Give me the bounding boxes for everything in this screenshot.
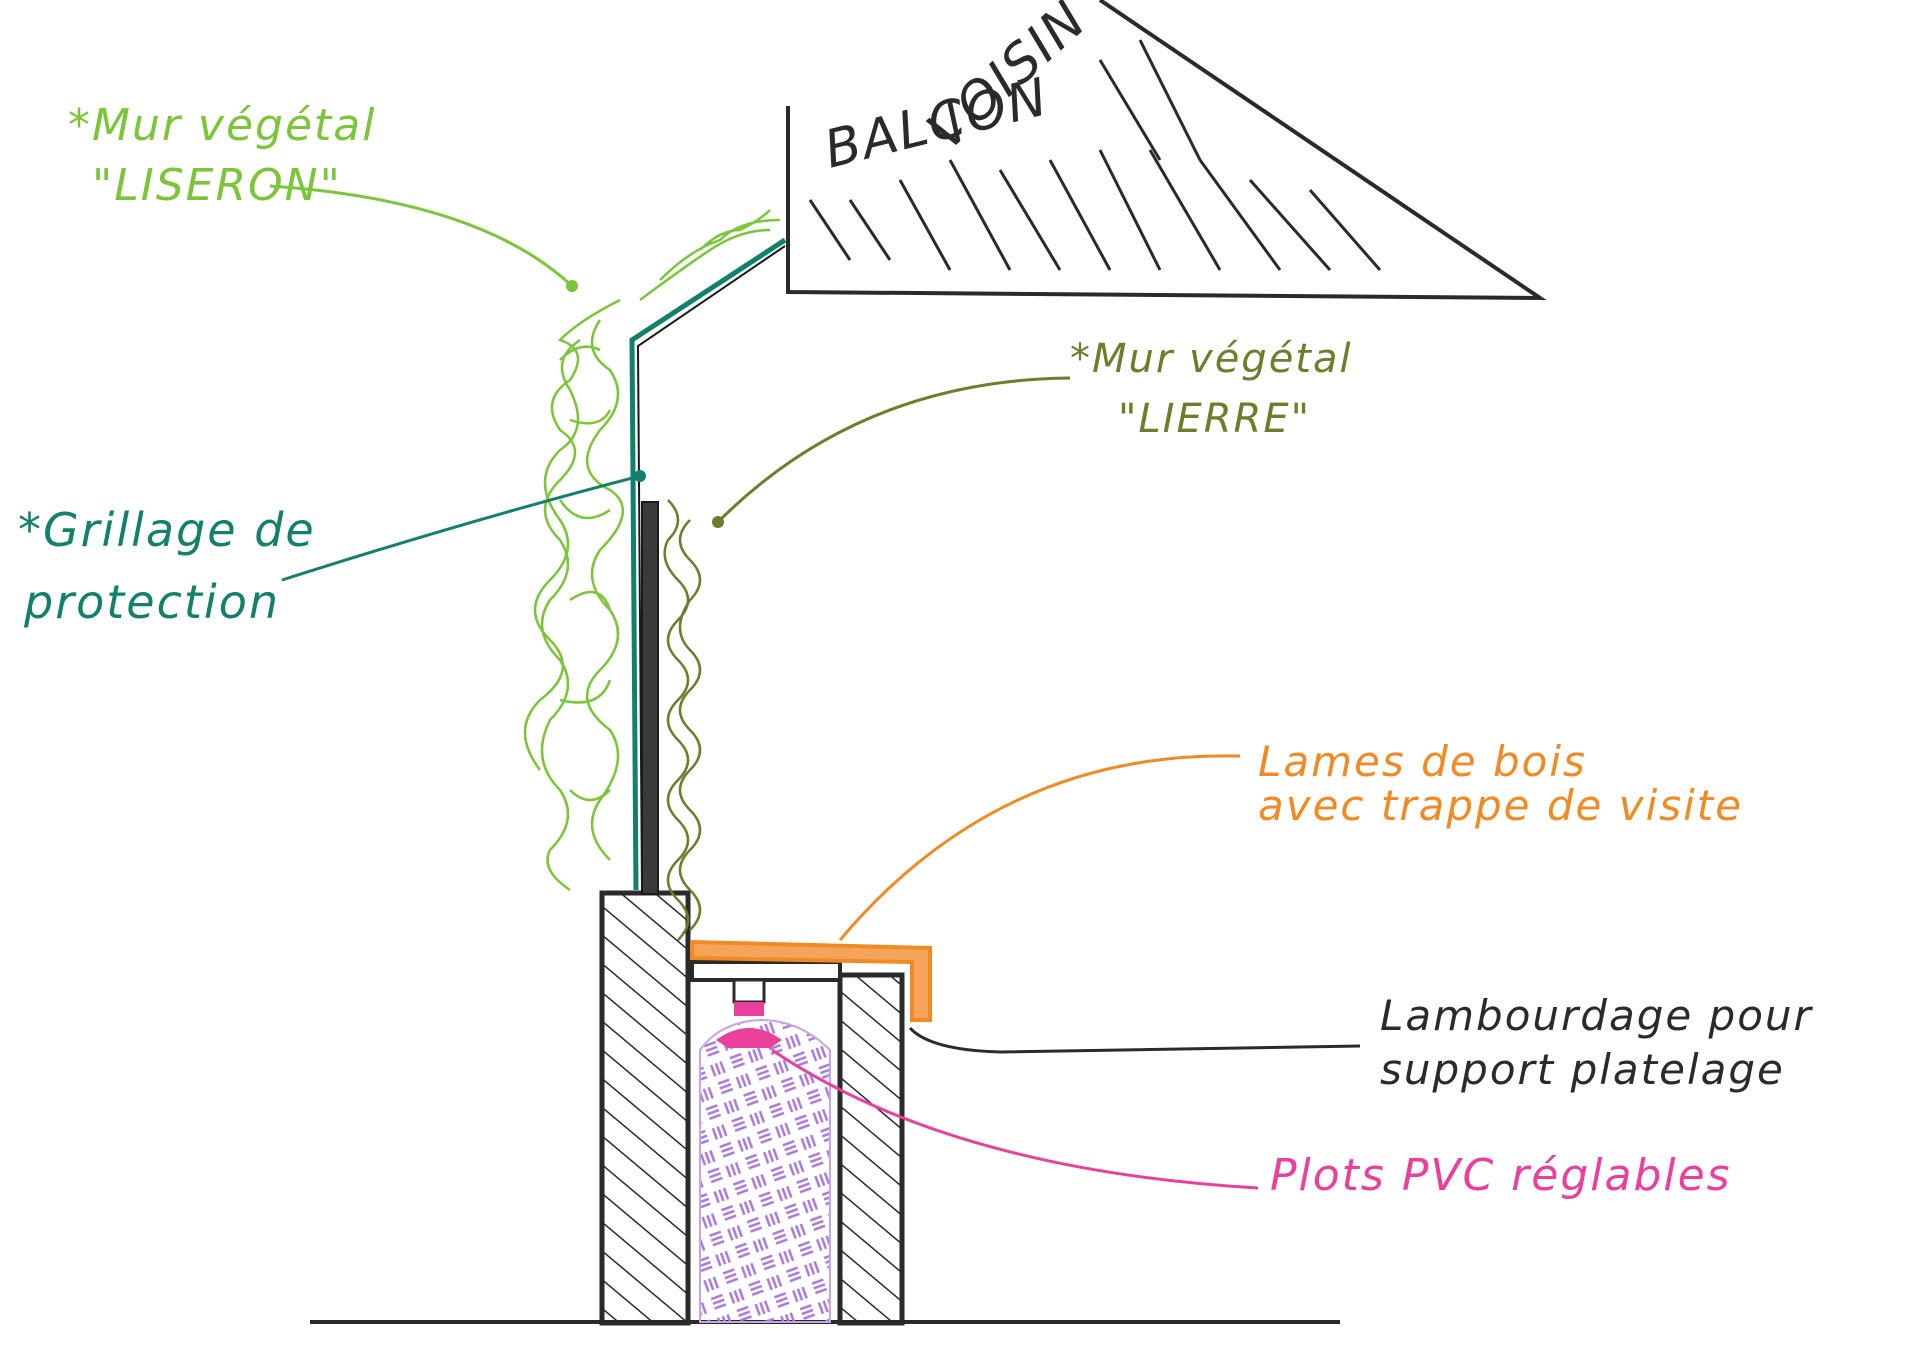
lambourdage-label-line1: Lambourdage pour [1380, 991, 1814, 1040]
balcon-label-line2: VOISIN [917, 0, 1099, 162]
left-wall [599, 890, 691, 1326]
lambourdage-post [837, 972, 905, 1326]
lambourdage-label-line2: support platelage [1380, 1045, 1785, 1094]
lames-label-line2: avec trappe de visite [1258, 781, 1743, 830]
deck-plank [690, 960, 842, 982]
grillage-mesh [629, 237, 787, 891]
grillage-label-line2: protection [23, 575, 280, 629]
liseron-vegetation [523, 209, 781, 892]
lames-bois [690, 939, 932, 1022]
plot-pvc [716, 978, 782, 1048]
lierre-label-line1: *Mur végétal [1070, 336, 1353, 382]
lierre-vegetation [663, 499, 702, 941]
grillage-label-line1: *Grillage de [18, 503, 316, 557]
leader-lines [269, 184, 1361, 1190]
liseron-label-line2: "LISERON" [92, 160, 342, 211]
balcon-voisin [786, 0, 1547, 301]
metal-post [641, 501, 659, 895]
plots-label: Plots PVC réglables [1270, 1150, 1732, 1201]
lames-label-line1: Lames de bois [1258, 737, 1587, 786]
liseron-label-line1: *Mur végétal [68, 100, 376, 151]
remblai-fill [699, 1018, 831, 1323]
lierre-label-line2: "LIERRE" [1118, 396, 1311, 442]
